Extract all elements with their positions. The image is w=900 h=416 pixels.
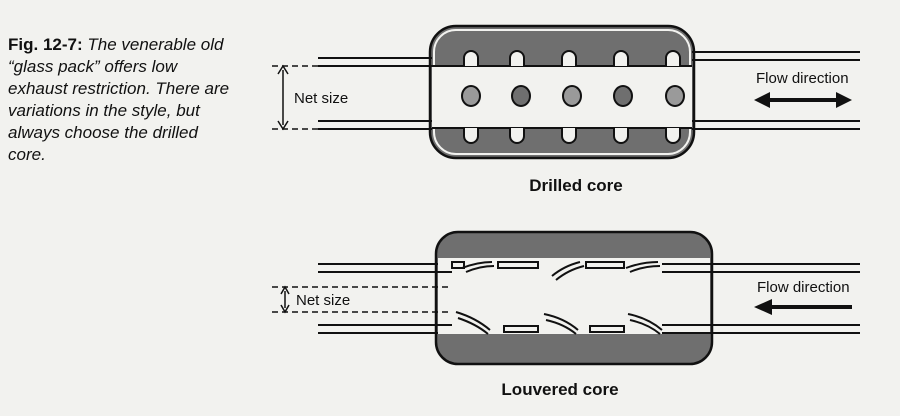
louvered-louvers-top (451, 261, 661, 281)
louvered-flow-label: Flow direction (757, 279, 850, 296)
louvered-net-size-dimension (272, 285, 452, 314)
drilled-pipe-walls (318, 51, 860, 130)
drilled-holes (461, 85, 685, 107)
figure-caption-text: The venerable old “glass pack” offers lo… (8, 35, 230, 164)
drilled-core-muffler: Net size Flow direction Drilled core (272, 24, 860, 195)
louvered-net-size-label: Net size (296, 292, 350, 309)
drilled-flow-label: Flow direction (756, 70, 849, 87)
louvered-flow-arrow (754, 299, 852, 315)
figure-label: Fig. 12-7: (8, 35, 83, 54)
drilled-core-title: Drilled core (529, 176, 623, 195)
louvered-passage (438, 258, 710, 334)
louvered-pipe-walls (318, 263, 860, 334)
louvered-core-title: Louvered core (501, 380, 618, 399)
louvered-core-muffler: Net size Flow direction Louvered core (272, 230, 860, 399)
drilled-net-size-dimension (272, 64, 318, 131)
drilled-perforations-top (463, 50, 681, 66)
drilled-net-size-label: Net size (294, 90, 348, 107)
figure-caption: Fig. 12-7: The venerable old “glass pack… (8, 34, 240, 166)
louvered-louvers-bottom (455, 311, 663, 335)
drilled-flow-arrow (754, 92, 852, 108)
drilled-perforations-bottom (463, 128, 681, 144)
